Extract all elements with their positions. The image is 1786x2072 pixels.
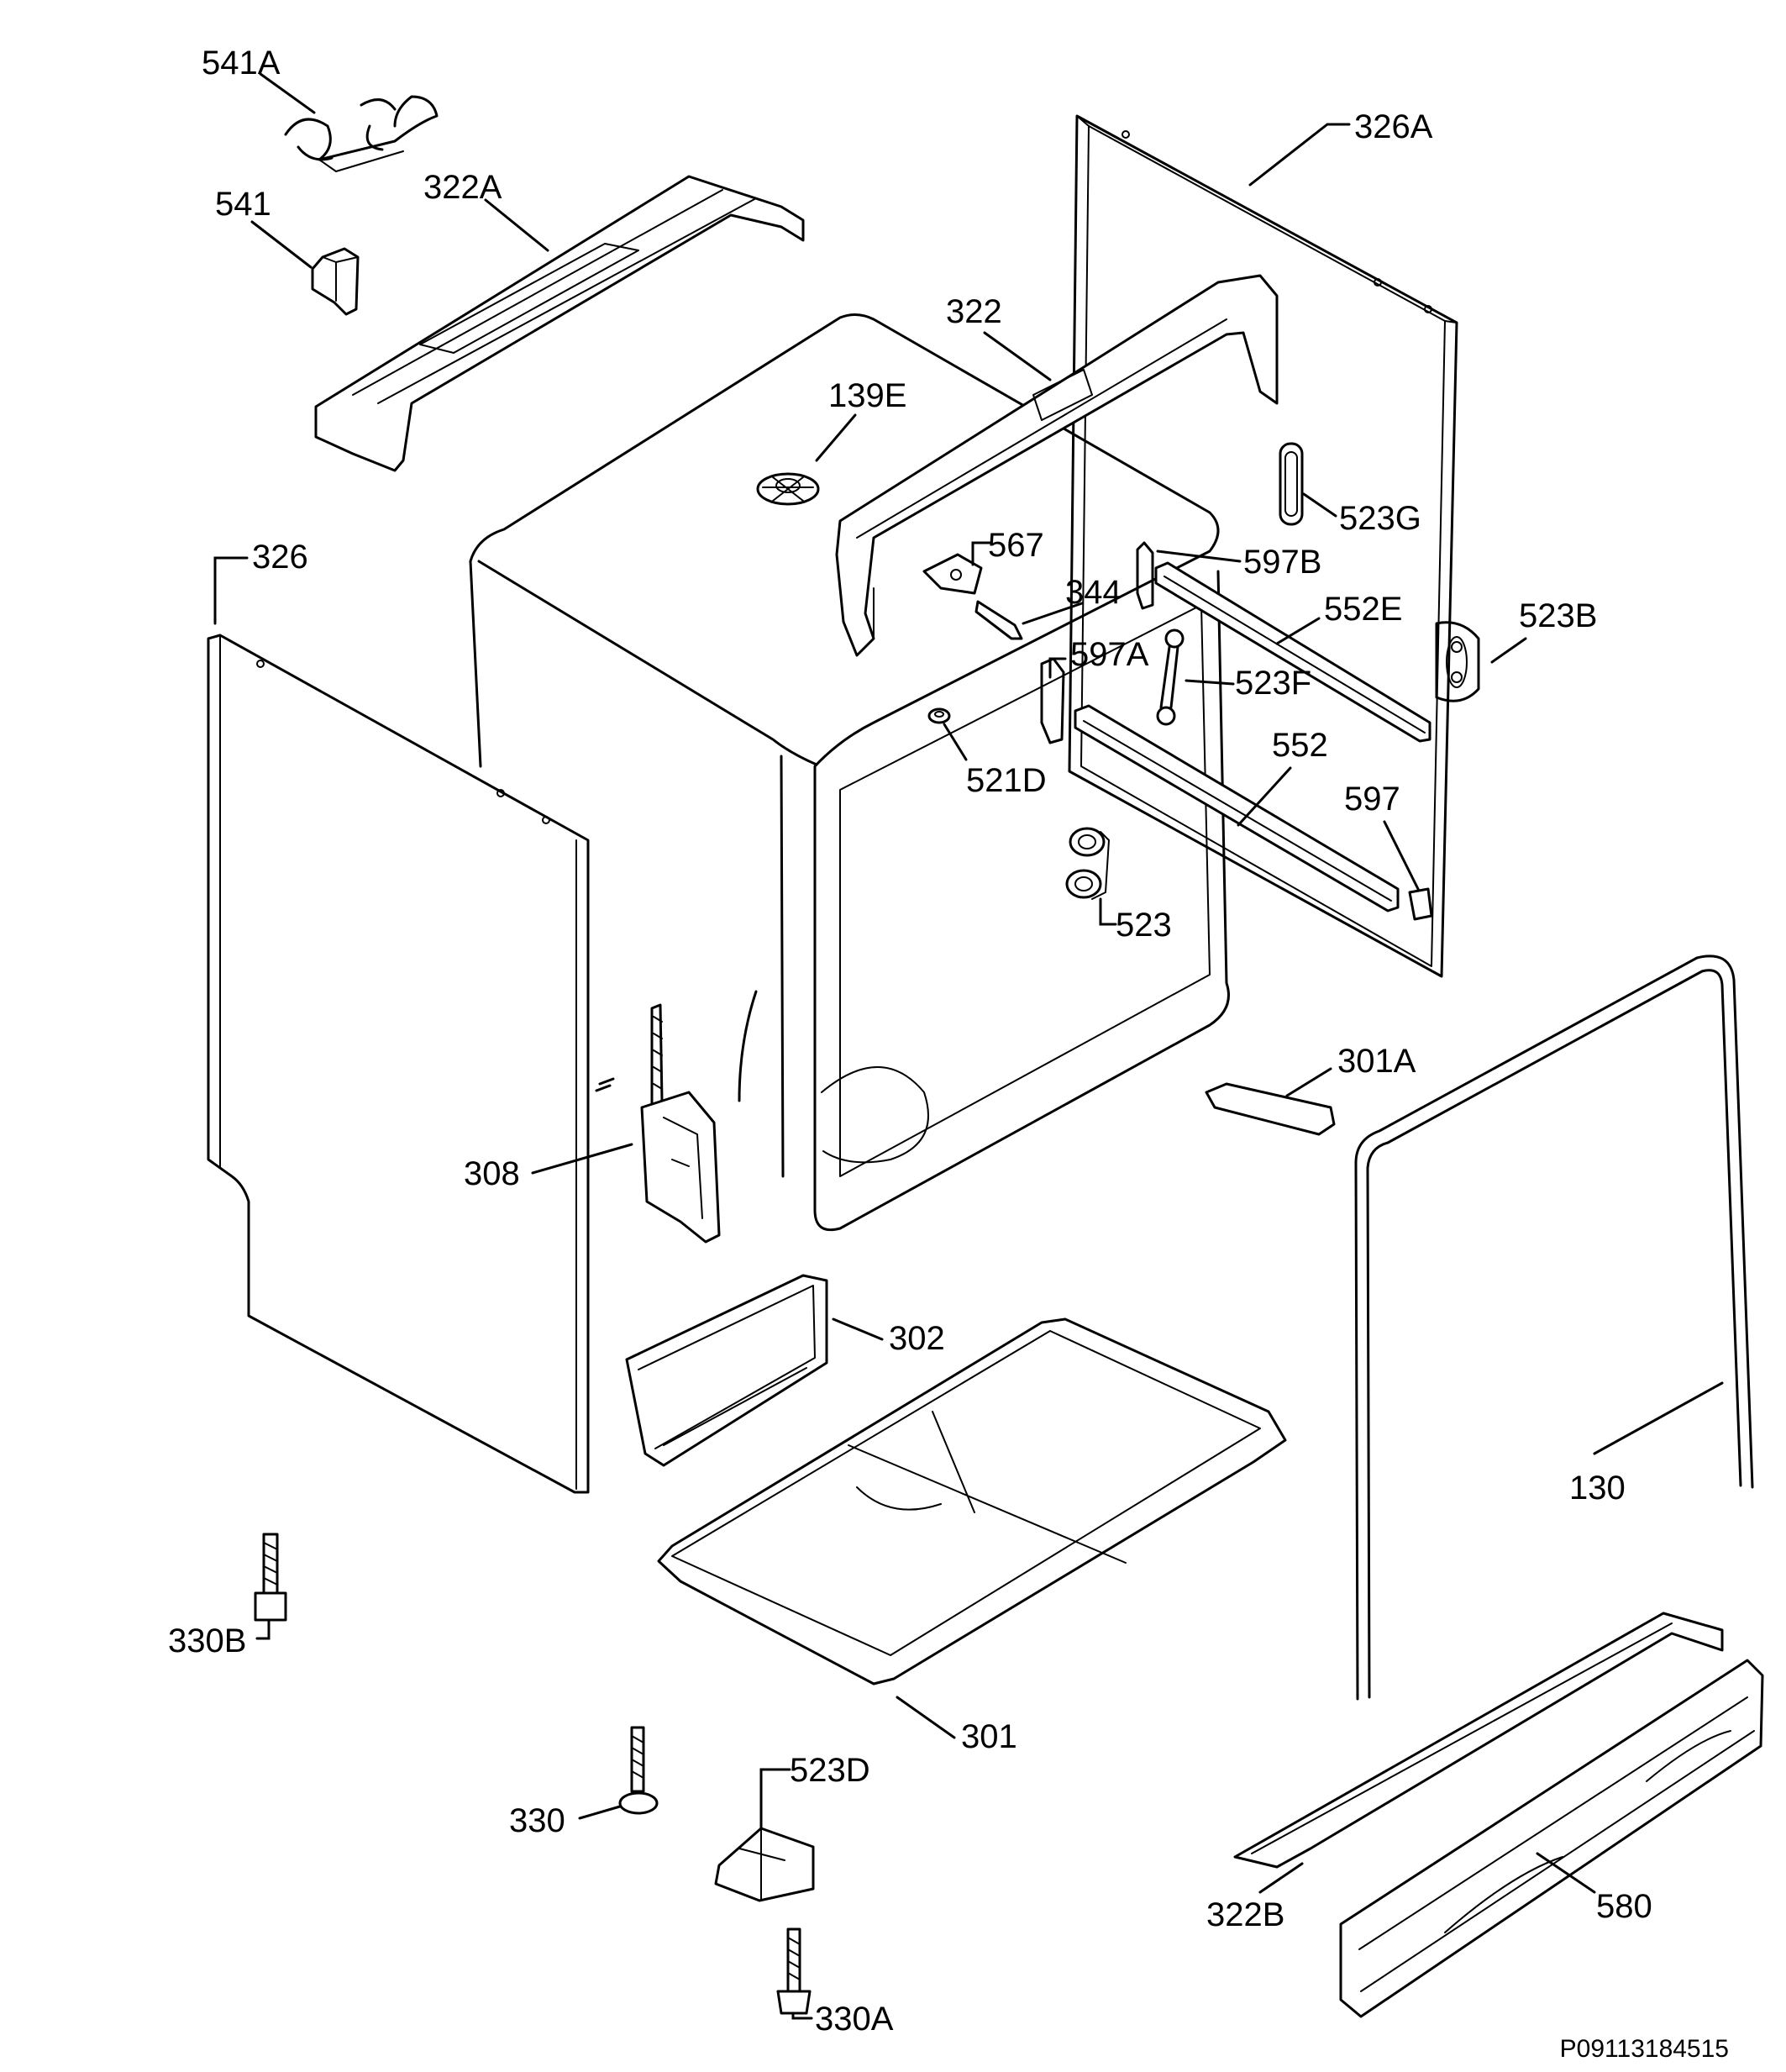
callout-523F: 523F (1235, 665, 1311, 702)
part-322-frame (835, 274, 1279, 657)
callout-541: 541 (215, 186, 271, 223)
part-597B-clip (1136, 541, 1154, 610)
part-322B-rail (1233, 1612, 1724, 1869)
part-597A-clip (1040, 657, 1065, 744)
callout-labels: 541A 541 322A 326A 322 139E 523G 567 597… (168, 45, 1652, 2038)
callout-301A: 301A (1337, 1043, 1416, 1080)
callout-326: 326 (252, 539, 308, 576)
part-330B-bolt (254, 1533, 287, 1622)
callout-330B: 330B (168, 1622, 246, 1659)
part-523B-grommet (1435, 621, 1480, 702)
callout-330: 330 (509, 1802, 565, 1839)
part-523-fittings (1065, 827, 1110, 900)
callout-302: 302 (889, 1320, 945, 1357)
callout-597A: 597A (1070, 636, 1149, 673)
callout-523D: 523D (790, 1752, 870, 1789)
part-308-hinge (595, 1003, 721, 1244)
part-523G-seal (1279, 442, 1304, 526)
callout-330A: 330A (815, 2001, 894, 2038)
callout-523G: 523G (1339, 500, 1421, 537)
part-597-clip (1408, 887, 1433, 921)
part-552-rail (1074, 704, 1400, 912)
part-tub (469, 313, 1230, 1232)
callout-552E: 552E (1324, 591, 1402, 628)
part-302-bracket (625, 1274, 828, 1467)
part-301-base (657, 1317, 1287, 1685)
document-id: P09113184515 (1560, 2035, 1729, 2063)
callout-322B: 322B (1206, 1896, 1284, 1933)
part-326-side-panel (207, 634, 590, 1494)
part-301A-handle (1205, 1082, 1336, 1136)
callout-523B: 523B (1519, 597, 1597, 634)
callout-322: 322 (946, 293, 1002, 330)
part-552E-rail (1154, 561, 1431, 743)
callout-308: 308 (464, 1155, 520, 1192)
callout-322A: 322A (423, 169, 502, 206)
callout-580: 580 (1596, 1888, 1652, 1925)
callout-567: 567 (988, 527, 1044, 564)
callout-326A: 326A (1354, 108, 1433, 145)
part-322A-top-rail (314, 175, 805, 472)
callout-597B: 597B (1243, 544, 1321, 581)
callout-301: 301 (961, 1718, 1017, 1755)
part-567-bracket (922, 553, 983, 595)
callout-523: 523 (1116, 907, 1172, 944)
callout-597: 597 (1344, 781, 1400, 818)
part-330-screw (618, 1726, 659, 1815)
callout-344: 344 (1065, 574, 1122, 611)
callout-521D: 521D (966, 762, 1047, 799)
callout-552: 552 (1272, 727, 1328, 764)
part-541-clip (311, 247, 360, 316)
part-580-base-rail (1339, 1659, 1764, 2018)
callout-130: 130 (1569, 1470, 1626, 1507)
part-523F-link (1156, 628, 1185, 726)
part-139E-cap (756, 472, 820, 506)
leader-lines (213, 72, 1724, 2020)
part-130-gasket (1354, 954, 1754, 1701)
part-523D-bracket (714, 1827, 815, 1902)
part-344-pin (974, 600, 1023, 640)
callout-541A: 541A (202, 45, 281, 82)
callout-139E: 139E (828, 377, 906, 414)
part-541A-clips (284, 95, 439, 172)
part-330A-screw (776, 1927, 812, 2015)
part-521D-nut (927, 707, 951, 724)
